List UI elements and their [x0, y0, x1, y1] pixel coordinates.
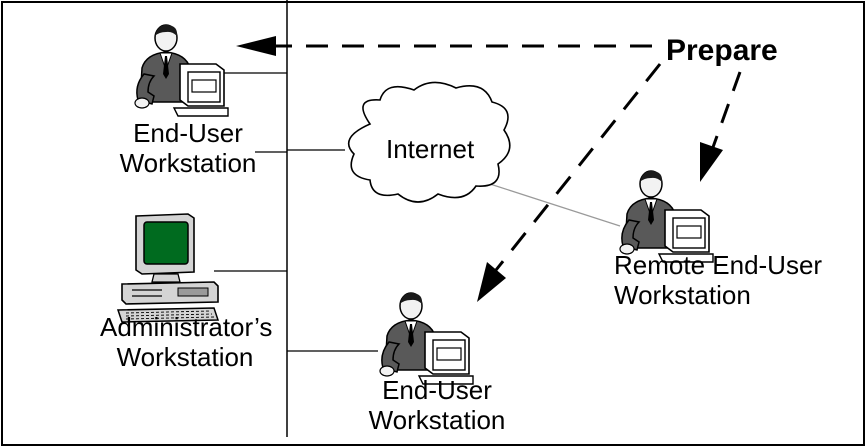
- bottom-workstation-label: End-User Workstation: [362, 375, 512, 435]
- prepare-arrow-top-head: [236, 36, 276, 56]
- internet-remote-link: [489, 183, 621, 227]
- prepare-label: Prepare: [666, 34, 778, 67]
- remote-workstation-label: Remote End-User Workstation: [614, 250, 834, 310]
- remote-workstation-label-line2: Workstation: [614, 280, 751, 310]
- prepare-arrow-remote-line: [710, 71, 742, 151]
- bottom-workstation-label-line1: End-User: [382, 375, 492, 405]
- bottom-workstation-label-line2: Workstation: [368, 405, 506, 435]
- bottom-workstation-icon: [379, 292, 474, 385]
- internet-label: Internet: [386, 134, 475, 164]
- top-workstation-label-line2: Workstation: [119, 148, 257, 178]
- top-workstation-label: End-User Workstation: [118, 118, 258, 178]
- admin-workstation-icon: [117, 213, 219, 323]
- top-workstation-label-line1: End-User: [133, 118, 243, 148]
- top-workstation-icon: [134, 24, 229, 117]
- prepare-arrow-remote-head: [700, 142, 723, 182]
- internet-cloud-icon: [347, 81, 511, 203]
- prepare-arrow-bottom-line: [494, 63, 662, 271]
- prepare-arrow-bottom-head: [477, 262, 506, 302]
- remote-workstation-label-line1: Remote End-User: [614, 250, 823, 280]
- admin-workstation-label-line1: Administrator’s: [100, 312, 273, 342]
- remote-workstation-icon: [619, 170, 714, 263]
- admin-workstation-label: Administrator’s Workstation: [100, 312, 273, 372]
- admin-workstation-label-line2: Workstation: [116, 342, 254, 372]
